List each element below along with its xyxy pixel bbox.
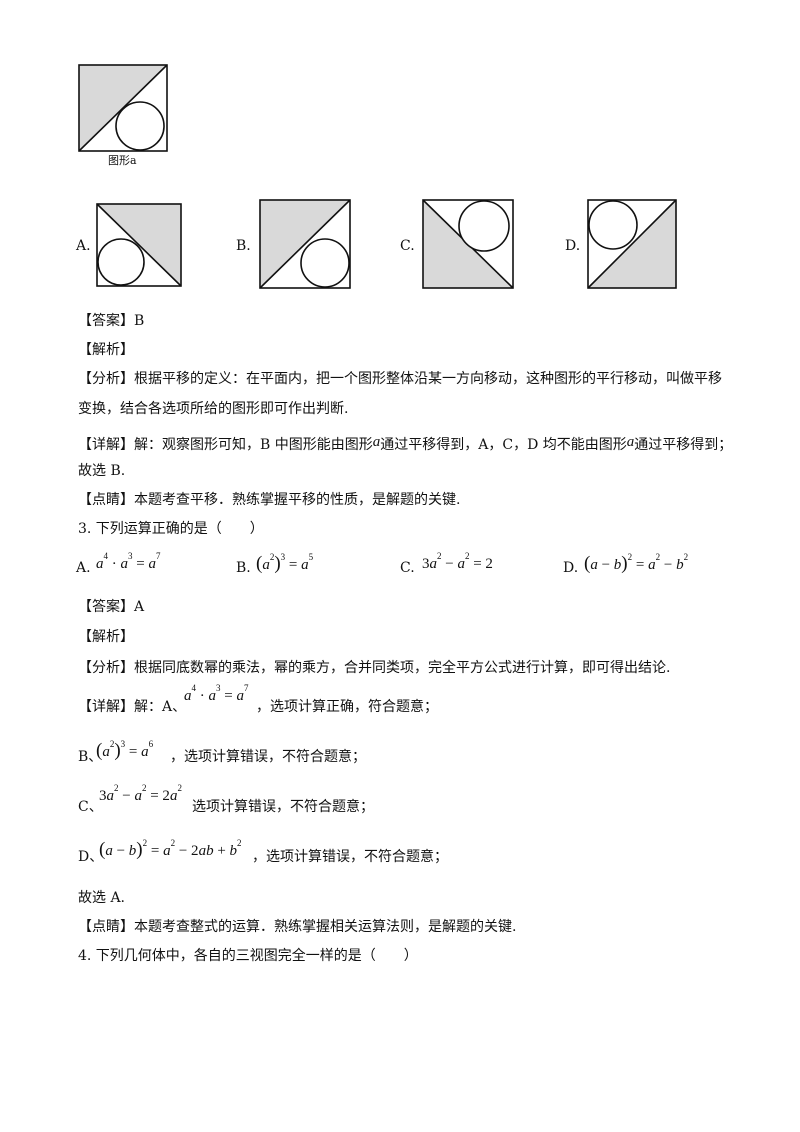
q2-xiangjie-part3: 通过平移得到； [634,437,733,453]
q3-option-a-label: A. [76,560,91,576]
q2-answer-value: B [134,313,145,329]
q2-dianjing: 【点睛】本题考查平移．熟练掌握平移的性质，是解题的关键. [78,490,460,510]
q2-var-a-1: a [372,434,381,450]
q3-detail-b-suffix: ，选项计算错误，不符合题意； [170,749,366,765]
q3-option-c-label: C. [400,560,415,576]
q2-fenxi-line2: 变换，结合各选项所给的图形即可作出判断. [78,401,349,417]
q3-detail-a-suffix: ，选项计算正确，符合题意； [256,699,438,715]
q4-stem: 4. 下列几何体中，各自的三视图完全一样的是（ ） [78,948,418,964]
q2-option-c-label: C. [400,238,415,254]
q2-answer-tag: 【答案】 [78,313,134,329]
q3-fenxi: 【分析】根据同底数幂的乘法，幂的乘方，合并同类项，完全平方公式进行计算，即可得出… [78,658,670,678]
q2-option-a-figure [96,203,182,287]
q3-detail-d-prefix: D、 [78,849,104,865]
q2-option-a-label: A. [76,238,91,254]
q2-option-b-label: B. [236,238,251,254]
q3-xiangjie-line: 【详解】解：A、 [78,697,186,717]
q2-xiangjie-line1: 【详解】解：观察图形可知，B 中图形能由图形a通过平移得到，A，C，D 均不能由… [78,432,732,455]
q2-dianjing-tag: 【点睛】 [78,492,134,508]
q3-xiangjie-prefix: 解：A、 [134,699,187,715]
q2-xiangjie-tag: 【详解】 [78,437,134,453]
q3-dianjing-tag: 【点睛】 [78,919,134,935]
q2-answer: 【答案】B [78,311,144,331]
q3-analysis-tag: 【解析】 [78,629,134,645]
q3-stem: 3. 下列运算正确的是（ ） [78,521,264,537]
q2-option-c-figure [422,199,514,289]
q2-option-b-figure [259,199,351,289]
q3-fenxi-tag: 【分析】 [78,660,134,676]
q3-detail-b-expr: (a2)3 = a6 [96,739,154,762]
q3-option-a-expr: a4 · a3 = a7 [96,551,161,573]
q2-xiangjie-line2: 故选 B. [78,463,126,479]
q3-detail-c-expr: 3a2 − a2 = 2a2 [99,783,182,805]
q3-fenxi-text: 根据同底数幂的乘法，幂的乘方，合并同类项，完全平方公式进行计算，即可得出结论. [134,660,671,676]
q3-option-d-expr: (a − b)2 = a2 − b2 [584,552,689,575]
q3-answer-tag: 【答案】 [78,599,134,615]
figure-a-drawing [78,64,168,152]
q2-xiangjie-part1: 解：观察图形可知，B 中图形能由图形 [134,437,373,453]
q3-detail-c-suffix: 选项计算错误，不符合题意； [192,799,374,815]
q3-option-b-label: B. [236,560,251,576]
q3-detail-d-suffix: ，选项计算错误，不符合题意； [252,849,448,865]
q3-answer: 【答案】A [78,597,144,617]
figure-a-caption: 图形a [108,154,137,167]
q3-detail-a-expr: a4 · a3 = a7 [184,683,249,705]
q2-dianjing-text: 本题考查平移．熟练掌握平移的性质，是解题的关键. [134,492,461,508]
q2-fenxi-tag: 【分析】 [78,371,134,387]
q3-detail-c-prefix: C、 [78,799,103,815]
q3-dianjing: 【点睛】本题考查整式的运算．熟练掌握相关运算法则，是解题的关键. [78,917,516,937]
q2-xiangjie-part2: 通过平移得到，A，C，D 均不能由图形 [380,437,627,453]
q2-analysis-tag: 【解析】 [78,342,134,358]
q3-option-b-expr: (a2)3 = a5 [256,552,314,575]
q3-option-d-label: D. [563,560,579,576]
q2-option-d-figure [587,199,677,289]
q3-xiangjie-tag: 【详解】 [78,699,134,715]
q3-answer-value: A [134,599,145,615]
q2-fenxi-line1: 【分析】根据平移的定义：在平面内，把一个图形整体沿某一方向移动，这种图形的平行移… [78,369,722,389]
q3-conclusion: 故选 A. [78,890,126,906]
q3-dianjing-text: 本题考查整式的运算．熟练掌握相关运算法则，是解题的关键. [134,919,517,935]
figure-a: 图形a [78,64,168,167]
q3-detail-d-expr: (a − b)2 = a2 − 2ab + b2 [99,838,242,861]
q2-var-a-2: a [626,434,635,450]
q2-option-d-label: D. [565,238,581,254]
q3-detail-b-prefix: B、 [78,749,103,765]
q3-option-c-expr: 3a2 − a2 = 2 [422,551,493,573]
q2-fenxi-text1: 根据平移的定义：在平面内，把一个图形整体沿某一方向移动，这种图形的平行移动，叫做… [134,371,722,387]
